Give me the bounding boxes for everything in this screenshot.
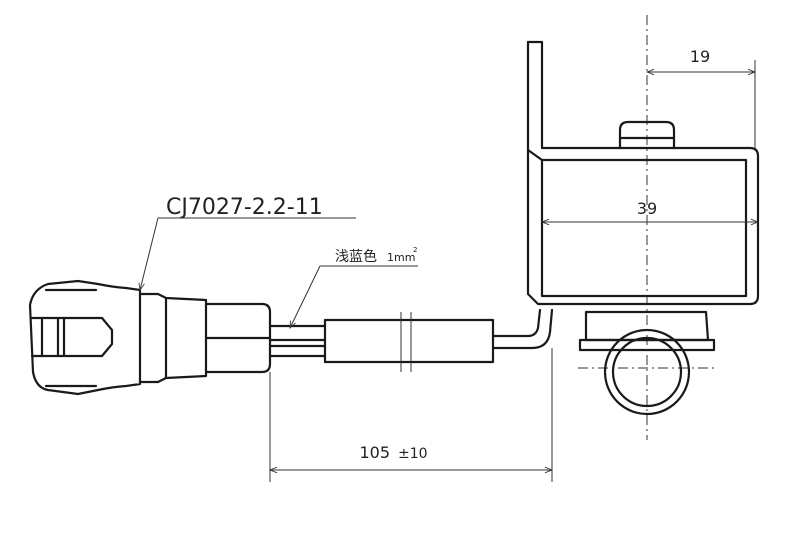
wire-callout: 浅蓝色 1mm 2 <box>290 246 418 328</box>
dimension-39-value: 39 <box>637 199 657 218</box>
dimension-105-tolerance: ±10 <box>398 446 428 462</box>
connector-callout: CJ7027-2.2-11 <box>140 195 356 290</box>
connector-part-number: CJ7027-2.2-11 <box>166 195 323 220</box>
dimension-39: 39 <box>542 199 758 222</box>
wire-size-exponent: 2 <box>413 246 417 254</box>
dimension-19-value: 19 <box>690 47 710 66</box>
wire-color-label: 浅蓝色 <box>335 248 377 265</box>
dimension-19: 19 <box>647 47 755 148</box>
sensor-body <box>526 40 760 416</box>
centerlines <box>578 15 718 440</box>
dimension-105-value: 105 <box>359 443 390 462</box>
connector <box>28 279 272 396</box>
wire-size-label: 1mm <box>387 251 415 264</box>
wire <box>268 308 554 372</box>
dimension-105: 105 ±10 <box>270 348 552 482</box>
